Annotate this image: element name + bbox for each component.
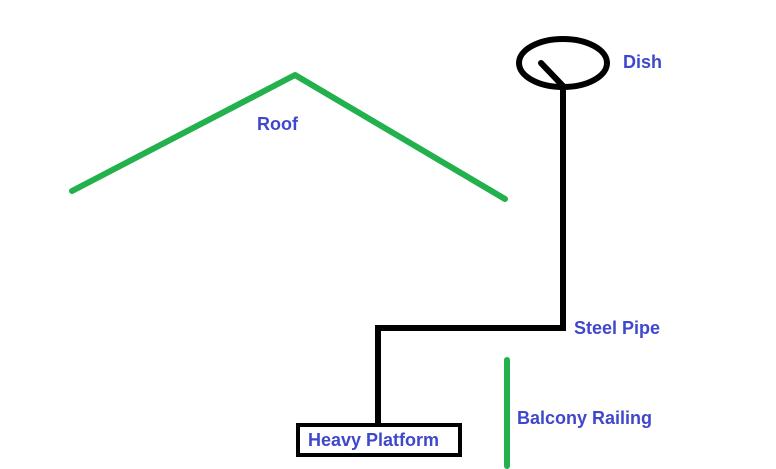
roof-line [69, 72, 508, 202]
roof-label: Roof [257, 114, 299, 134]
balcony-railing-label: Balcony Railing [517, 408, 652, 428]
heavy-platform-label: Heavy Platform [308, 430, 439, 450]
dish-feed-line [538, 60, 566, 89]
dish-label: Dish [623, 52, 662, 72]
steel-pipe-line [375, 86, 566, 425]
heavy-platform-box [296, 423, 462, 457]
steel-pipe-label: Steel Pipe [574, 318, 660, 338]
